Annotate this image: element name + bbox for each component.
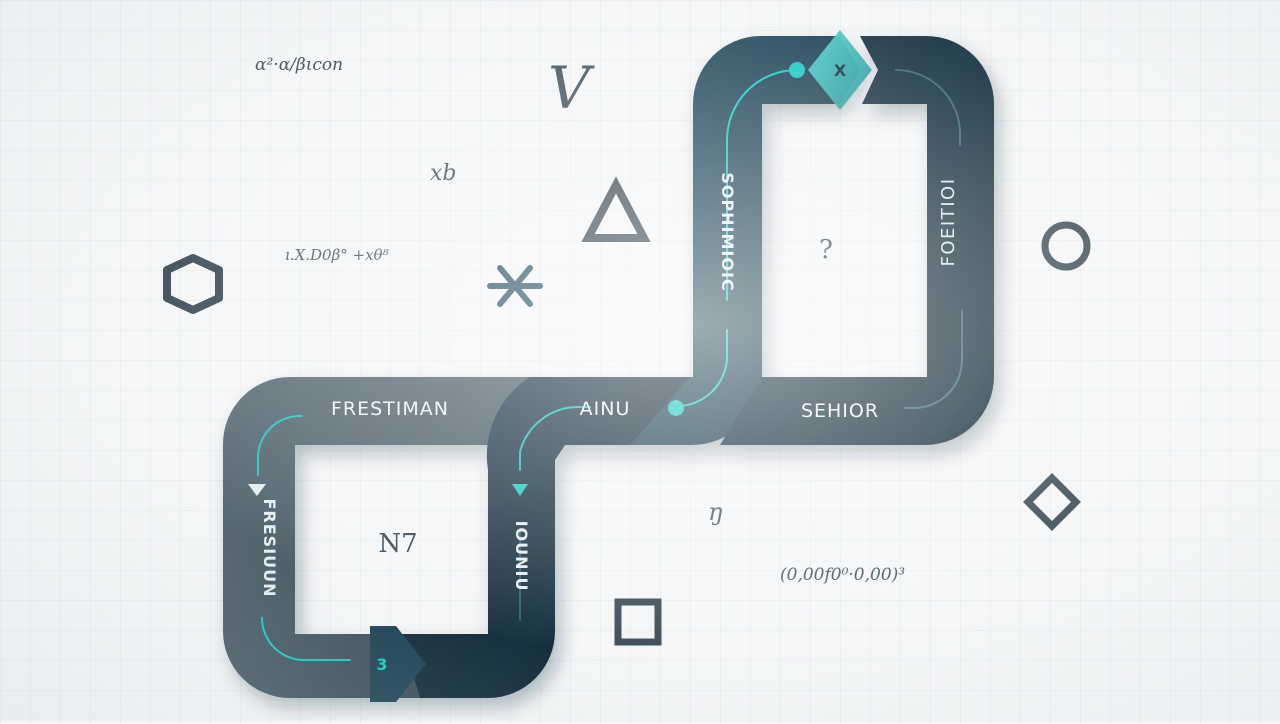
math-note-3: ı.X.D0β° +xθ⁸: [285, 246, 389, 264]
label-upper-vertical: SOPHIMIOIC: [718, 172, 737, 291]
math-note-5: ŋ: [708, 498, 723, 526]
label-right-vertical: FOEITIOI: [938, 178, 959, 267]
label-mid-vertical: IOUNIU: [512, 521, 531, 592]
math-note-4: (0,00f0⁰·0,00)³: [780, 565, 905, 585]
triangle-outline-icon: [581, 176, 651, 242]
waypoint-dot-top: [789, 62, 805, 78]
square-outline-icon: [614, 598, 662, 646]
circle-outline-icon: [1041, 221, 1091, 271]
label-left-vertical: FRESIUUN: [260, 498, 279, 597]
asterisk-icon: [487, 265, 543, 307]
math-note-2: xb: [430, 161, 457, 186]
diamond-outline-icon: [1023, 473, 1081, 531]
right-loop-mark: ?: [819, 235, 833, 265]
label-freshman: FRESTIMAN: [331, 398, 449, 420]
math-note-6: V: [548, 54, 595, 122]
waypoint-dot-junior: [668, 400, 684, 416]
bottom-chevron-label: 3: [376, 655, 387, 674]
math-note-1: α²·α/βιcon: [255, 55, 343, 75]
hexagon-outline-icon: [163, 254, 223, 314]
left-loop-mark: N7: [378, 529, 417, 559]
top-diamond-label: X: [834, 61, 847, 80]
label-senior: SEHIOR: [801, 400, 879, 422]
label-junior: AINU: [580, 398, 631, 420]
